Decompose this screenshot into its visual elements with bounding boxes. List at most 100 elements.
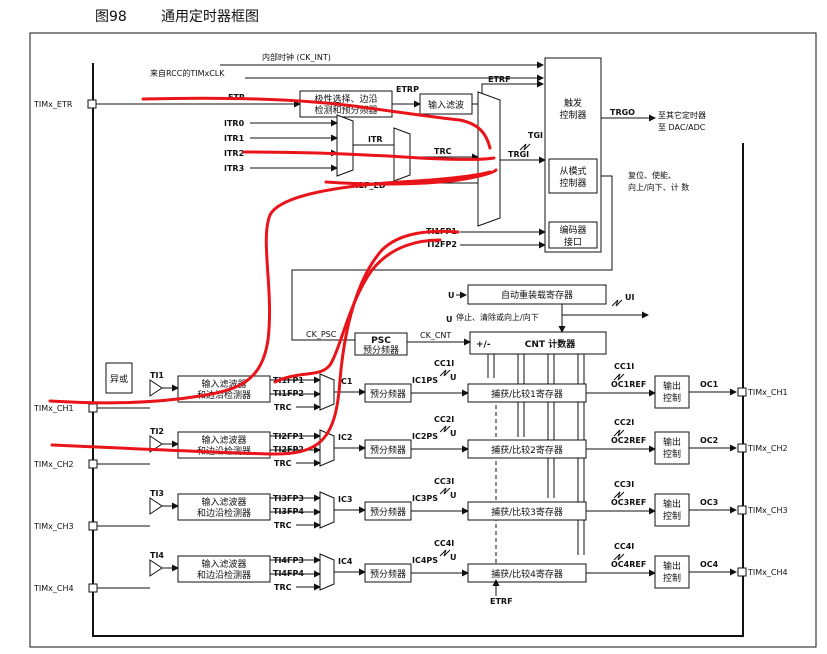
ch3-filter-text-1: 输入滤波器 — [201, 496, 246, 508]
ch4-ic-label: IC4 — [338, 557, 353, 566]
ch1-icps-label: IC1PS — [412, 376, 438, 385]
ch4-output-text-2: 控制 — [663, 572, 681, 584]
channel-3 — [88, 487, 747, 531]
outer-frame — [29, 32, 817, 648]
ch4-filter-text-2: 和边沿检测器 — [197, 569, 251, 581]
ch1-u-label: U — [450, 373, 457, 382]
ch4-fpb-label: TI4FP4 — [273, 569, 304, 578]
ch1-output-pin — [737, 387, 747, 397]
psc-text-2: 预分频器 — [363, 344, 399, 356]
itr-label: ITR — [368, 135, 383, 144]
ch1-ref-label: OC1REF — [611, 380, 646, 389]
ch3-ccr-text: 捕获/比较3寄存器 — [491, 506, 563, 518]
ch1-ic-label: IC1 — [338, 377, 353, 386]
figure-title: 通用定时器框图 — [161, 9, 259, 25]
psc-text-1: PSC — [371, 336, 391, 346]
slave-text-2: 控制器 — [559, 177, 586, 189]
ch1-ti-label: TI1 — [150, 371, 164, 380]
ch3-output-text-1: 输出 — [663, 498, 681, 510]
ch2-ref-label: OC2REF — [611, 436, 646, 445]
slave-text-1: 从模式 — [559, 165, 586, 177]
internal-clock-label: 内部时钟 (CK_INT) — [262, 52, 331, 62]
ti2fp2-top-label: TI2FP2 — [426, 240, 457, 249]
ch4-ic-mux — [319, 553, 335, 591]
tgi-label: TGI — [528, 131, 543, 140]
ch3-input-pin — [88, 521, 98, 531]
ch2-output-pin — [737, 443, 747, 453]
itr3-label: ITR3 — [224, 164, 244, 173]
stop-clear-label: 停止、清除或向上/向下 — [456, 312, 539, 322]
ch1-cci-out-label: CC1I — [614, 362, 634, 371]
cnt-u-label: U — [446, 315, 453, 324]
ck-psc-label: CK_PSC — [306, 330, 337, 339]
red-annotation-ti2fp2 — [50, 229, 460, 456]
ch1-input-pin-label: TIMx_CH1 — [33, 404, 74, 413]
ui-label: UI — [625, 293, 634, 302]
ch3-cci-out-label: CC3I — [614, 480, 634, 489]
ch1-ic-mux — [319, 373, 335, 411]
ch4-input-pin-label: TIMx_CH4 — [33, 584, 74, 593]
ch4-u-label: U — [450, 553, 457, 562]
red-annotation-etr — [141, 96, 492, 150]
ch4-ccr-text: 捕获/比较4寄存器 — [491, 568, 563, 580]
ch1-prescaler-text: 预分频器 — [370, 388, 406, 400]
etrp-label: ETRP — [396, 85, 419, 94]
ui-flag-icon — [611, 299, 623, 307]
ch2-prescaler-text: 预分频器 — [370, 444, 406, 456]
ch2-fpb-label: TI2FP2 — [273, 445, 304, 454]
red-annotation-itr2 — [242, 150, 496, 161]
ch2-filter-text-1: 输入滤波器 — [201, 434, 246, 446]
ch3-filter-block — [177, 493, 271, 521]
ch3-ti-label: TI3 — [150, 489, 164, 498]
ch3-filter-text-2: 和边沿检测器 — [197, 507, 251, 519]
ch4-filter-text-1: 输入滤波器 — [201, 558, 246, 570]
ch2-output-pin-label: TIMx_CH2 — [747, 444, 788, 453]
input-filter-text: 输入滤波 — [428, 99, 464, 111]
ch3-fpb-label: TI3FP4 — [273, 507, 304, 516]
ch1-output-text-1: 输出 — [663, 380, 681, 392]
ch3-cci-label: CC3I — [434, 477, 454, 486]
ch2-ic-label: IC2 — [338, 433, 352, 442]
ch4-output-pin-label: TIMx_CH4 — [747, 568, 788, 577]
ch2-oc-label: OC2 — [700, 436, 718, 445]
red-annotation-ti1fp1 — [48, 170, 492, 405]
xor-block — [105, 362, 133, 394]
ch2-icps-label: IC2PS — [412, 432, 438, 441]
autoreload-u: U — [448, 291, 455, 300]
ch3-icps-label: IC3PS — [412, 494, 438, 503]
xor-text: 异或 — [110, 373, 128, 385]
ch2-output-text-1: 输出 — [663, 436, 681, 448]
ch3-u-label: U — [450, 491, 457, 500]
ch4-icps-label: IC4PS — [412, 556, 438, 565]
ch3-ic-mux — [319, 491, 335, 529]
channel-4 — [88, 549, 747, 593]
timer-boundary — [92, 63, 744, 637]
ch4-buffer — [149, 559, 163, 577]
trgi-label: TRGI — [508, 150, 529, 159]
ch2-ti-label: TI2 — [150, 427, 164, 436]
ch2-u-label: U — [450, 429, 457, 438]
autoreload-text: 自动重装载寄存器 — [501, 289, 573, 301]
ch1-trc-label: TRC — [274, 403, 292, 412]
ch3-fpa-label: TI3FP3 — [273, 494, 304, 503]
ch2-buffer — [149, 435, 163, 453]
etr-pin-label: TIMx_ETR — [33, 100, 73, 109]
updown-line-label: 向上/向下、计 数 — [628, 182, 689, 192]
ch3-prescaler-text: 预分频器 — [370, 506, 406, 518]
ch1-buffer — [149, 379, 163, 397]
ch2-fpa-label: TI2FP1 — [273, 432, 304, 441]
ch1-output-text-2: 控制 — [663, 392, 681, 404]
trc-mux — [393, 127, 411, 182]
trgo-dest-2: 至 DAC/ADC — [658, 123, 706, 132]
trc-label: TRC — [434, 147, 452, 156]
ch3-output-block — [654, 493, 690, 527]
ch1-filter-text-2: 和边沿检测器 — [197, 389, 251, 401]
slave-controller-block — [548, 158, 598, 194]
itr-inputs: ITR0 ITR1 ITR2 ITR3 — [224, 119, 338, 173]
ch3-trc-label: TRC — [274, 521, 292, 530]
ch3-output-text-2: 控制 — [663, 510, 681, 522]
ch2-input-pin — [88, 459, 98, 469]
ch4-output-text-1: 输出 — [663, 560, 681, 572]
ch4-trc-label: TRC — [274, 583, 292, 592]
